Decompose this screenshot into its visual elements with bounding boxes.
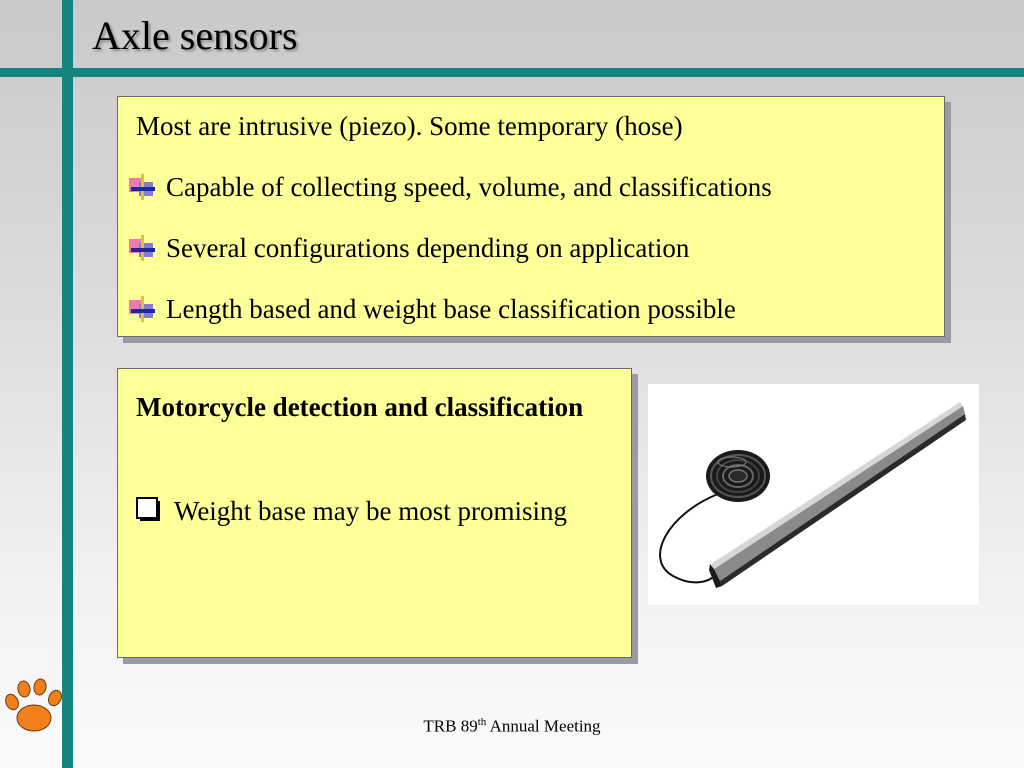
summary-bullet-text: Several configurations depending on appl… — [166, 233, 690, 263]
sensor-summary-box: Most are intrusive (piezo). Some tempora… — [117, 96, 945, 337]
summary-bullet-text: Length based and weight base classificat… — [166, 294, 736, 324]
summary-bullet: Length based and weight base classificat… — [128, 294, 736, 325]
cross-bullet-icon — [128, 173, 158, 203]
footer-superscript: th — [477, 716, 487, 728]
summary-bullet: Several configurations depending on appl… — [128, 233, 689, 264]
horizontal-accent-line — [0, 68, 1024, 77]
sensor-photo — [648, 384, 979, 605]
vertical-accent-line — [62, 0, 73, 768]
motorcycle-box: Motorcycle detection and classification … — [117, 368, 632, 658]
footer: TRB 89th Annual Meeting — [0, 716, 1024, 737]
piezo-sensor-icon — [659, 402, 966, 588]
motorcycle-item: Weight base may be most promising — [136, 491, 616, 531]
cross-bullet-icon — [128, 295, 158, 325]
motorcycle-item-text: Weight base may be most promising — [174, 496, 568, 526]
cross-bullet-icon — [128, 234, 158, 264]
motorcycle-heading: Motorcycle detection and classification — [136, 392, 584, 422]
summary-bullet: Capable of collecting speed, volume, and… — [128, 172, 772, 203]
footer-prefix: TRB 89 — [423, 716, 478, 736]
summary-intro: Most are intrusive (piezo). Some tempora… — [136, 111, 683, 141]
checkbox-icon — [136, 497, 162, 523]
tiger-paw-icon — [5, 678, 62, 732]
slide-title: Axle sensors — [92, 13, 298, 58]
footer-suffix: Annual Meeting — [486, 716, 601, 736]
summary-bullet-text: Capable of collecting speed, volume, and… — [166, 172, 772, 202]
